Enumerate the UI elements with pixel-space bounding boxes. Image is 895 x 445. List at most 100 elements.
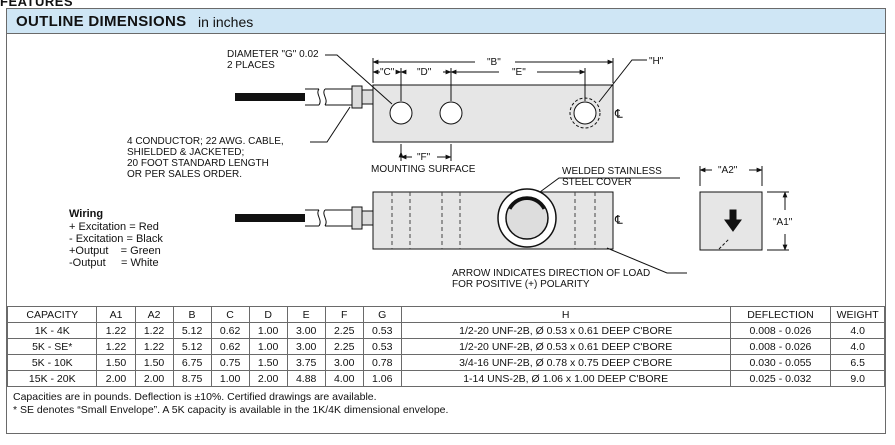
cell: 4.88 xyxy=(286,370,326,387)
cell: 0.62 xyxy=(210,338,250,355)
cell: 1/2-20 UNF-2B, Ø 0.53 x 0.61 DEEP C'BORE xyxy=(400,322,731,339)
footnotes: Capacities are in pounds. Deflection is … xyxy=(7,387,885,433)
wiring-title: Wiring xyxy=(69,208,103,220)
table-row: 5K - 10K 1.50 1.50 6.75 0.75 1.50 3.75 3… xyxy=(6,354,885,371)
cell: 9.0 xyxy=(830,370,885,387)
cell: 1K - 4K xyxy=(6,322,98,339)
cable-note-line2: SHIELDED & JACKETED; xyxy=(127,147,244,158)
cell: 4.0 xyxy=(830,338,885,355)
outline-dimensions-panel: OUTLINE DIMENSIONS in inches xyxy=(6,8,886,434)
col-e: E xyxy=(286,306,326,323)
welded-cover-line1: WELDED STAINLESS xyxy=(562,166,662,177)
col-weight: WEIGHT xyxy=(830,306,885,323)
cell: 1.00 xyxy=(248,338,288,355)
cell: 1.50 xyxy=(248,354,288,371)
cell: 1.00 xyxy=(248,322,288,339)
dim-b-label: "B" xyxy=(487,57,501,68)
wiring-line-3: +Output = Green xyxy=(69,245,161,257)
cable-note-line4: OR PER SALES ORDER. xyxy=(127,169,242,180)
cell: 2.00 xyxy=(96,370,136,387)
cell: 0.75 xyxy=(210,354,250,371)
cell: 1.22 xyxy=(134,322,174,339)
col-a1: A1 xyxy=(96,306,136,323)
cell: 0.62 xyxy=(210,322,250,339)
panel-title: OUTLINE DIMENSIONS xyxy=(16,13,187,30)
top-view xyxy=(235,54,647,161)
cell: 2.25 xyxy=(324,338,364,355)
dim-a2-label: "A2" xyxy=(718,165,738,176)
cell: 0.53 xyxy=(362,338,402,355)
dim-a1-label: "A1" xyxy=(773,217,793,228)
cell: 3/4-16 UNF-2B, Ø 0.78 x 0.75 DEEP C'BORE xyxy=(400,354,731,371)
col-f: F xyxy=(324,306,364,323)
cable-note-line1: 4 CONDUCTOR; 22 AWG. CABLE, xyxy=(127,136,284,147)
wiring-line-1: + Excitation = Red xyxy=(69,221,159,233)
cell: 4.00 xyxy=(324,370,364,387)
cell: 0.008 - 0.026 xyxy=(729,338,832,355)
col-a2: A2 xyxy=(134,306,174,323)
cell: 1-14 UNS-2B, Ø 1.06 x 1.00 DEEP C'BORE xyxy=(400,370,731,387)
wiring-line-4: -Output = White xyxy=(69,257,159,269)
cell: 1.50 xyxy=(134,354,174,371)
table-row: 1K - 4K 1.22 1.22 5.12 0.62 1.00 3.00 2.… xyxy=(6,322,885,339)
cell: 0.025 - 0.032 xyxy=(729,370,832,387)
col-d: D xyxy=(248,306,288,323)
col-g: G xyxy=(362,306,402,323)
diameter-label-line1: DIAMETER "G" 0.02 xyxy=(227,49,319,60)
footnote-1: Capacities are in pounds. Deflection is … xyxy=(13,391,377,403)
arrow-note-line2: FOR POSITIVE (+) POLARITY xyxy=(452,279,590,290)
cell: 1.22 xyxy=(96,322,136,339)
outline-drawing: DIAMETER "G" 0.02 2 PLACES "B" "C" "D" "… xyxy=(69,49,793,290)
cell: 5.12 xyxy=(172,322,212,339)
centerline-symbol-side: ℄ xyxy=(614,213,623,227)
cell: 2.00 xyxy=(134,370,174,387)
dimensions-table: CAPACITY A1 A2 B C D E F G H DEFLECTION … xyxy=(6,306,885,387)
wiring-legend: Wiring + Excitation = Red - Excitation =… xyxy=(69,208,163,269)
dim-f-label: "F" xyxy=(417,152,431,163)
col-c: C xyxy=(210,306,250,323)
cell: 0.53 xyxy=(362,322,402,339)
diameter-label-line2: 2 PLACES xyxy=(227,60,275,71)
centerline-symbol-top: ℄ xyxy=(614,107,623,121)
load-cell-body-side xyxy=(372,191,614,250)
cell: 1.06 xyxy=(362,370,402,387)
cell: 1/2-20 UNF-2B, Ø 0.53 x 0.61 DEEP C'BORE xyxy=(400,338,731,355)
col-capacity: CAPACITY xyxy=(6,306,98,323)
end-view xyxy=(699,166,789,251)
loading-hole xyxy=(573,101,597,125)
table-row: 15K - 20K 2.00 2.00 8.75 1.00 2.00 4.88 … xyxy=(6,370,885,387)
col-b: B xyxy=(172,306,212,323)
table-header-row: CAPACITY A1 A2 B C D E F G H DEFLECTION … xyxy=(6,306,885,323)
cell: 6.75 xyxy=(172,354,212,371)
table-row: 5K - SE* 1.22 1.22 5.12 0.62 1.00 3.00 2… xyxy=(6,338,885,355)
cell: 8.75 xyxy=(172,370,212,387)
dim-e-label: "E" xyxy=(512,67,526,78)
wiring-line-2: - Excitation = Black xyxy=(69,233,163,245)
load-direction-arrow xyxy=(724,209,742,232)
cell: 4.0 xyxy=(830,322,885,339)
arrow-note-line1: ARROW INDICATES DIRECTION OF LOAD xyxy=(452,268,650,279)
dim-d-label: "D" xyxy=(417,67,432,78)
mounting-surface-label: MOUNTING SURFACE xyxy=(371,164,476,175)
cell: 3.00 xyxy=(286,322,326,339)
cable-note-line3: 20 FOOT STANDARD LENGTH xyxy=(127,158,269,169)
cell: 1.00 xyxy=(210,370,250,387)
cell: 1.22 xyxy=(134,338,174,355)
load-cell-body-top xyxy=(372,84,614,143)
cell: 5K - 10K xyxy=(6,354,98,371)
cell: 5.12 xyxy=(172,338,212,355)
dim-c-label: "C" xyxy=(380,67,395,78)
mounting-hole-1 xyxy=(389,101,413,125)
side-view xyxy=(235,177,687,274)
cell: 1.50 xyxy=(96,354,136,371)
cell: 0.030 - 0.055 xyxy=(729,354,832,371)
col-h: H xyxy=(400,306,731,323)
cell: 3.00 xyxy=(324,354,364,371)
cell: 3.75 xyxy=(286,354,326,371)
footnote-2: * SE denotes “Small Envelope”. A 5K capa… xyxy=(13,404,449,416)
cell: 1.22 xyxy=(96,338,136,355)
cell: 3.00 xyxy=(286,338,326,355)
panel-header: OUTLINE DIMENSIONS in inches xyxy=(7,9,885,34)
cell: 0.78 xyxy=(362,354,402,371)
cell: 0.008 - 0.026 xyxy=(729,322,832,339)
